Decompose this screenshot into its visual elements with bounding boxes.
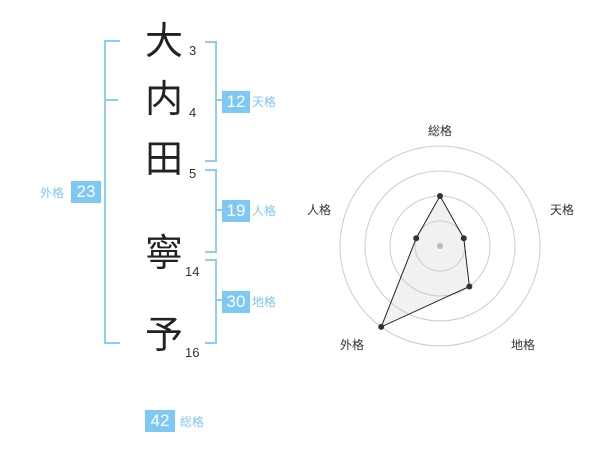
radar-data-points [378, 193, 473, 330]
jinkaku-label: 人格 [252, 204, 277, 218]
gaikaku-label: 外格 [40, 186, 65, 200]
stroke-count-5: 16 [185, 345, 200, 360]
chikaku-label: 地格 [252, 295, 277, 309]
radar-point-2 [466, 283, 473, 290]
radar-point-1 [460, 235, 467, 242]
radar-point-4 [413, 235, 420, 242]
stroke-count-4: 14 [185, 264, 200, 279]
stroke-count-3: 5 [189, 166, 197, 181]
stroke-count-2: 4 [189, 105, 197, 120]
radar-axis-label-tenkaku: 天格 [550, 203, 575, 217]
jinkaku-connector [215, 209, 222, 211]
soukaku-label: 総格 [180, 415, 205, 429]
radar-center [437, 243, 443, 249]
radar-point-3 [378, 323, 385, 330]
radar-axis-label-gaikaku: 外格 [340, 338, 365, 352]
radar-axis-label-jinkaku: 人格 [307, 203, 332, 217]
chikaku-value: 30 [222, 291, 250, 313]
gaikaku-value: 23 [71, 181, 101, 203]
radar-data-polygon [380, 194, 470, 328]
radar-axis-label-soukaku: 総格 [428, 124, 453, 138]
jinkaku-value: 19 [222, 200, 250, 222]
jinkaku-bracket [205, 169, 217, 253]
name-char-4: 寧 [144, 231, 183, 275]
tenkaku-connector [215, 99, 222, 101]
tenkaku-label: 天格 [252, 95, 277, 109]
gaikaku-bracket [104, 40, 120, 344]
name-char-5: 予 [144, 313, 183, 357]
chikaku-bracket [205, 259, 217, 344]
soukaku-value: 42 [145, 410, 175, 432]
tenkaku-value: 12 [222, 91, 250, 113]
radar-ring-4 [339, 145, 541, 347]
chikaku-connector [215, 299, 222, 301]
name-char-3: 田 [144, 137, 183, 181]
stroke-count-1: 3 [189, 43, 197, 58]
radar-point-0 [437, 193, 443, 199]
name-char-2: 内 [144, 77, 183, 121]
radar-ring-3 [364, 170, 516, 322]
gaikaku-bracket-tick [104, 99, 118, 101]
radar-axis-label-chikaku: 地格 [511, 338, 536, 352]
name-char-1: 大 [144, 19, 183, 63]
tenkaku-bracket [205, 41, 217, 162]
